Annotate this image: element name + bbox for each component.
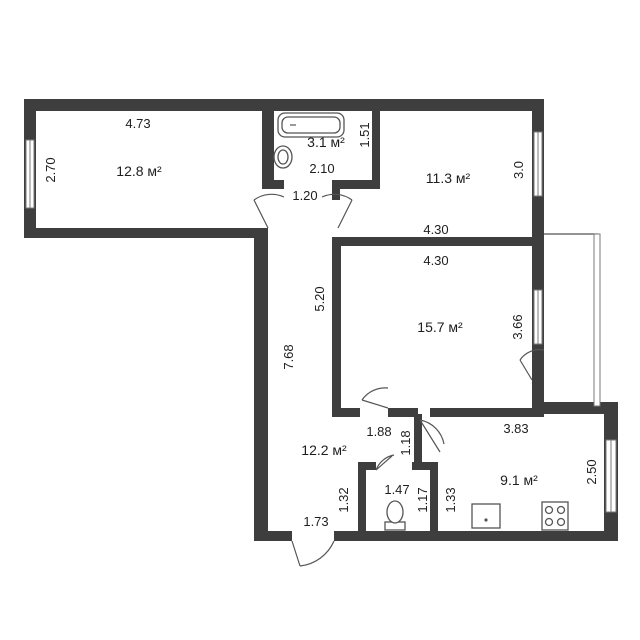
wall-bath-right <box>372 99 380 187</box>
balcony <box>544 233 601 407</box>
wall-center-bottom-c <box>430 408 544 417</box>
wall-top-right <box>274 99 544 111</box>
wall-kitchen-left <box>414 414 422 470</box>
bathroom-height: 1.51 <box>357 122 372 147</box>
door-room-left <box>253 193 285 229</box>
door-kitchen <box>419 419 445 453</box>
kitchen-side: 1.33 <box>443 487 458 512</box>
stove-icon <box>541 501 569 531</box>
wall-center-left <box>332 237 341 417</box>
room-left-width: 4.73 <box>125 116 150 131</box>
windows <box>25 131 617 513</box>
door-room-center <box>361 387 389 409</box>
wall-toilet-left <box>358 462 366 538</box>
hall-entry-width: 1.73 <box>303 514 328 529</box>
hall-length: 7.68 <box>281 344 296 369</box>
wall-room-divider <box>332 237 544 246</box>
wall-bath-bottom-a <box>262 180 284 189</box>
toilet-width: 1.47 <box>384 482 409 497</box>
room-center-side: 5.20 <box>312 286 327 311</box>
door-bathroom <box>321 193 353 229</box>
bathroom-area: 3.1 м² <box>307 134 345 150</box>
kitchen-height: 2.50 <box>584 459 599 484</box>
hall-door-width: 1.20 <box>292 188 317 203</box>
kitchen-area: 9.1 м² <box>500 472 538 488</box>
wall-bath-bottom-b <box>332 180 380 189</box>
hall-exit-depth: 1.32 <box>336 487 351 512</box>
hall-nook: 1.18 <box>398 430 413 455</box>
sink-icon <box>273 145 293 169</box>
room-top-right-area: 11.3 м² <box>426 170 471 186</box>
wall-top-left <box>24 99 274 111</box>
hall-width: 1.88 <box>366 424 391 439</box>
kitchen-sink-icon <box>471 503 501 529</box>
door-entry <box>291 540 335 567</box>
wall-bottom-b <box>334 531 618 541</box>
room-center-height: 3.66 <box>510 314 525 339</box>
wall-toilet-top-a <box>358 462 376 470</box>
hall-area: 12.2 м² <box>301 442 347 458</box>
room-top-right-height: 3.0 <box>511 161 526 179</box>
door-balcony <box>519 349 545 381</box>
room-left-height: 2.70 <box>43 157 58 182</box>
room-left-area: 12.8 м² <box>116 163 162 179</box>
bathroom-width: 2.10 <box>309 161 334 176</box>
kitchen-width: 3.83 <box>503 421 528 436</box>
doors <box>253 193 545 567</box>
wall-center-bottom-a <box>332 408 360 417</box>
room-top-right-width: 4.30 <box>423 222 448 237</box>
wall-center-bottom-b <box>388 408 418 417</box>
toilet-icon <box>384 500 406 531</box>
wall-bath-left <box>262 99 274 189</box>
room-center-width: 4.30 <box>423 253 448 268</box>
wall-bath-door-jamb <box>332 180 340 200</box>
door-toilet <box>375 454 395 471</box>
wall-hall-left <box>254 228 268 540</box>
room-center-area: 15.7 м² <box>417 319 463 335</box>
toilet-height: 1.17 <box>415 487 430 512</box>
wall-bottom-a <box>254 531 292 541</box>
wall-toilet-right <box>430 462 438 538</box>
wall-room-left-bottom <box>24 228 254 238</box>
wall-toilet-top-b <box>412 462 438 470</box>
bathtub-icon <box>277 112 345 138</box>
